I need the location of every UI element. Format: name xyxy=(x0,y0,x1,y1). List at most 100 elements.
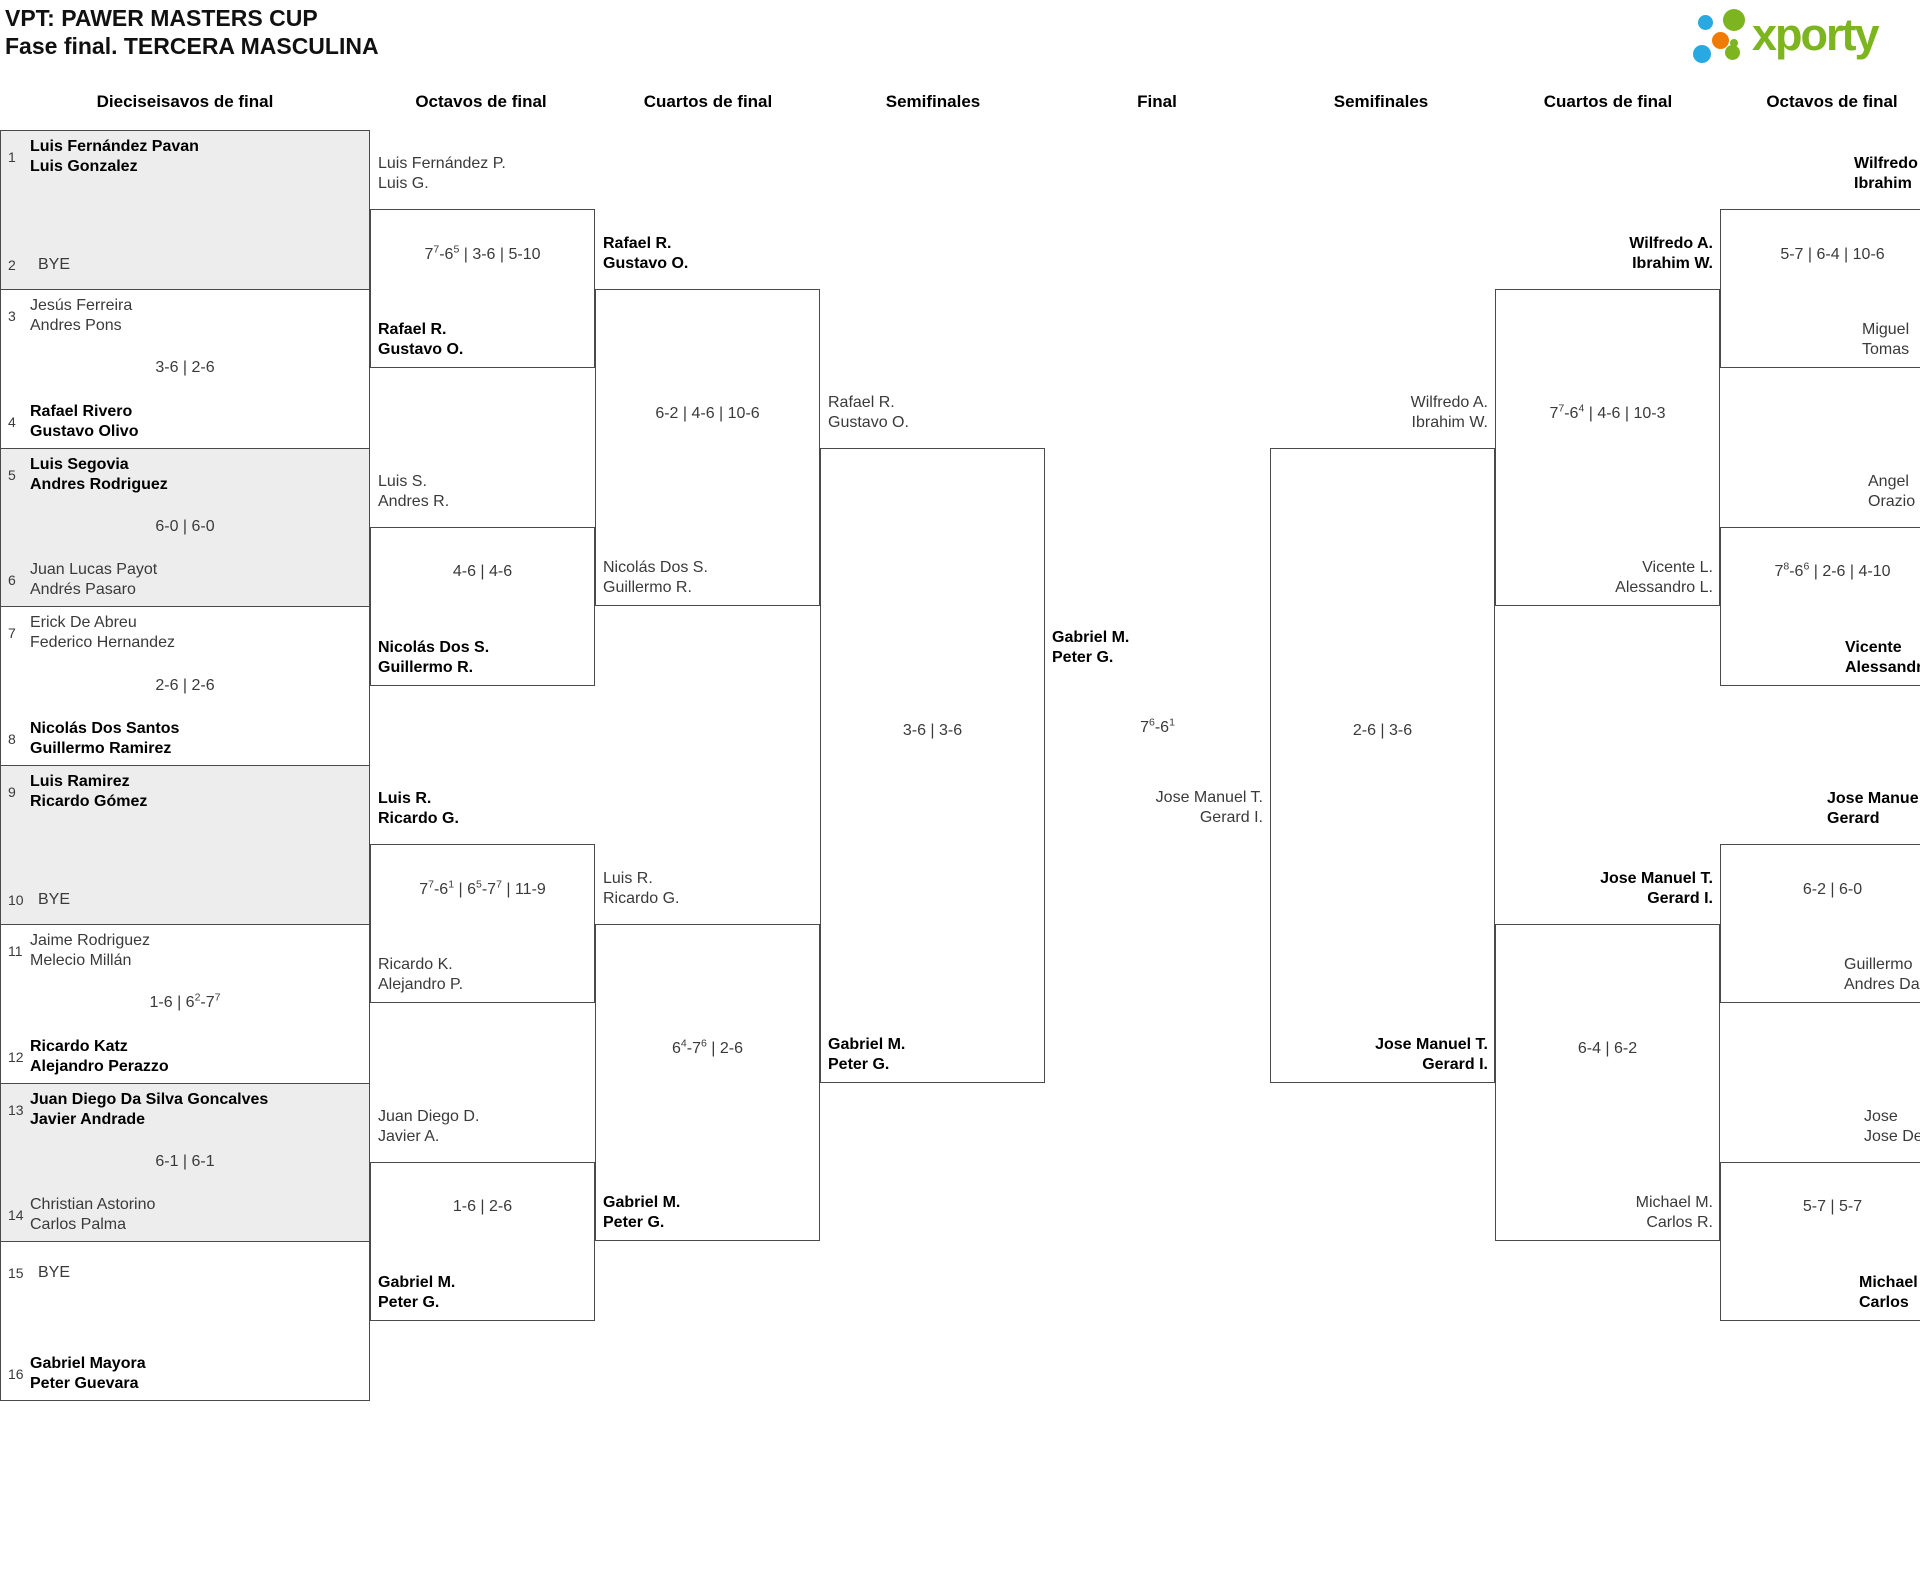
team-line: Luis Ramirez xyxy=(30,773,130,790)
logo-dot-orange-icon xyxy=(1711,31,1729,49)
team-line: Ricardo G. xyxy=(378,810,459,828)
match-box xyxy=(820,447,1045,1083)
team-line: Jaime Rodriguez xyxy=(30,931,151,949)
match-box xyxy=(1720,1161,1920,1321)
logo-dot-blue-large-icon xyxy=(1693,45,1711,63)
team-line: Javier Andrade xyxy=(30,1110,146,1128)
team-line: Gabriel M. xyxy=(378,1273,456,1291)
seed-number: 1 xyxy=(8,149,16,165)
match-score: 77-61 | 65-77 | 11-9 xyxy=(419,878,546,898)
team-line: Ricardo Katz xyxy=(30,1037,128,1055)
match-score: 6-2 | 6-0 xyxy=(1802,880,1863,898)
round-header: Octavos de final xyxy=(415,92,547,111)
team-line: Andrés Pasaro xyxy=(30,581,136,599)
team-line: Alessandro xyxy=(1845,658,1920,676)
team-line: Guillermo R. xyxy=(603,579,692,597)
team-line: Michael xyxy=(1859,1273,1918,1291)
seed-number: 14 xyxy=(8,1207,24,1224)
match-score: 77-64 | 4-6 | 10-3 xyxy=(1549,402,1666,422)
round-header: Octavos de final xyxy=(1766,92,1898,111)
match-box xyxy=(0,1082,370,1243)
seed-number: 6 xyxy=(8,572,16,589)
team-line: Peter Guevara xyxy=(30,1375,139,1392)
team-name: Luis S.Andres R. xyxy=(378,472,449,512)
match-score: 5-7 | 5-7 xyxy=(1802,1198,1863,1216)
seed-number: 5 xyxy=(8,466,16,483)
team-line: Gustavo O. xyxy=(828,413,909,431)
team-line: BYE xyxy=(38,255,71,273)
phase-category: Fase final. TERCERA MASCULINA xyxy=(5,33,379,59)
team-line: Jose Manuel T. xyxy=(1375,1035,1488,1053)
team-name: Wilfredo A. Ibrahim W. xyxy=(1495,234,1713,274)
page-title: VPT: PAWER MASTERS CUP Fase final. TERCE… xyxy=(5,4,379,60)
round-header: Semifinales xyxy=(1333,92,1429,111)
logo-dot-blue-small-icon xyxy=(1697,14,1713,30)
seed-number: 10 xyxy=(8,891,24,908)
team-line: Juan Lucas Payot xyxy=(30,561,158,579)
seed-number: 4 xyxy=(8,413,16,430)
match-score: 6-1 | 6-1 xyxy=(155,1152,215,1170)
team-line: Vicente xyxy=(1845,638,1902,656)
team-line: Nicolás Dos S. xyxy=(378,638,490,656)
match-box xyxy=(370,526,595,686)
team-name: BYE xyxy=(38,890,70,910)
match-score: 4-6 | 4-6 xyxy=(452,563,513,581)
team-line: Alessandro L. xyxy=(1615,579,1713,597)
team-line: Gustavo O. xyxy=(603,254,689,272)
team-name: VicenteAlessandro xyxy=(1845,638,1920,678)
logo-wordmark: xporty xyxy=(1752,9,1880,60)
team-line: Luis Gonzalez xyxy=(30,158,138,175)
match-score: 5-7 | 6-4 | 10-6 xyxy=(1780,245,1885,263)
team-line: Gabriel M. xyxy=(828,1035,906,1053)
seed-number: 8 xyxy=(8,731,16,747)
match-box xyxy=(370,1161,595,1321)
team-line: BYE xyxy=(38,890,71,908)
team-line: Gerard xyxy=(1827,810,1880,828)
team-line: Luis R. xyxy=(603,869,653,887)
team-name: Luis R.Ricardo G. xyxy=(603,869,679,909)
team-name: Luis R.Ricardo G. xyxy=(378,789,459,829)
seed-number: 12 xyxy=(8,1048,24,1065)
team-line: Carlos xyxy=(1859,1293,1909,1311)
team-name: Jose Manuel T.Gerard I. xyxy=(1495,869,1713,909)
team-line: Jose Manuel T. xyxy=(1155,789,1263,806)
team-line: Gabriel Mayora xyxy=(30,1355,146,1372)
team-name: Gabriel M. Peter G. xyxy=(1052,628,1129,668)
team-line: Gerard I. xyxy=(1199,809,1263,826)
match-box xyxy=(0,765,370,925)
team-line: Luis G. xyxy=(378,175,429,193)
team-line: Juan Diego D. xyxy=(378,1107,480,1125)
match-box xyxy=(1495,923,1720,1242)
team-line: Gerard I. xyxy=(1647,889,1713,907)
match-score: 2-6 | 2-6 xyxy=(155,676,215,694)
team-name: Gabriel M.Peter G. xyxy=(378,1273,455,1313)
team-line: Gabriel M. xyxy=(1052,629,1130,646)
team-line: Ibrahim W. xyxy=(1632,254,1713,272)
team-line: Rafael R. xyxy=(828,393,895,411)
team-line: Javier A. xyxy=(378,1127,440,1145)
xporty-logo[interactable]: xporty xyxy=(1692,8,1920,66)
team-line: Federico Hernandez xyxy=(30,634,175,652)
round-header: Cuartos de final xyxy=(1543,92,1673,111)
team-line: Andres Da xyxy=(1844,976,1920,994)
seed-number: 15 xyxy=(8,1265,24,1282)
team-line: Vicente L. xyxy=(1642,559,1713,577)
team-line: Erick De Abreu xyxy=(30,614,137,632)
team-line: Angel xyxy=(1868,472,1909,490)
team-name: Rafael R.Gustavo O. xyxy=(603,234,688,274)
match-score: 64-76 | 2-6 xyxy=(672,1037,743,1057)
team-line: Peter G. xyxy=(1052,649,1114,666)
team-line: Alejandro P. xyxy=(378,976,464,994)
team-line: Wilfredo A. xyxy=(1629,234,1713,252)
